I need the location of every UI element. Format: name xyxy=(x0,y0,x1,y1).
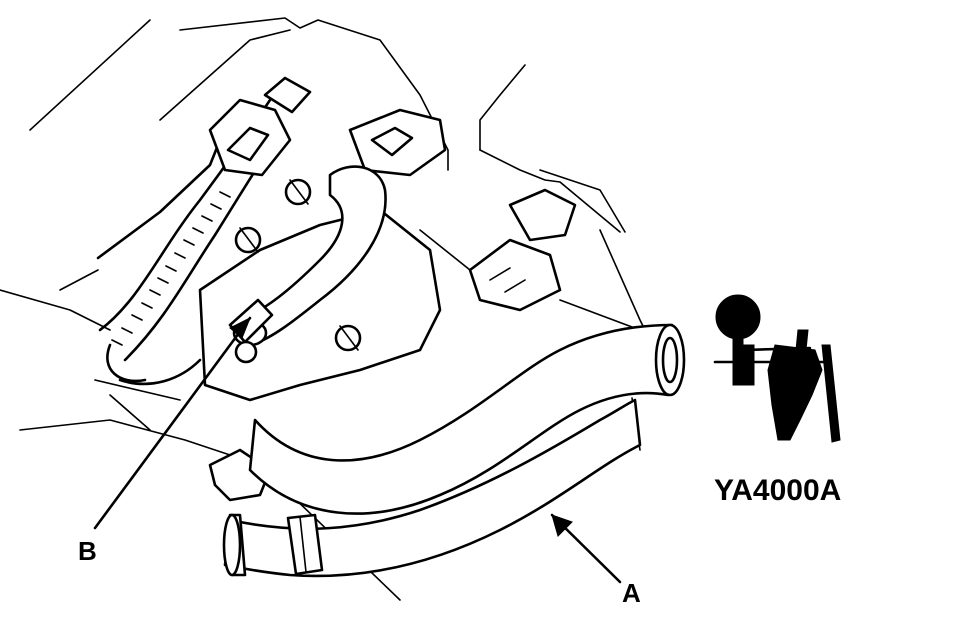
hose-end xyxy=(654,323,686,397)
vacuum-pump-tool xyxy=(713,294,841,443)
vacuum-gauge-icon xyxy=(715,294,761,340)
hose-a xyxy=(222,398,642,578)
electrical-connector xyxy=(208,76,447,177)
intake-block xyxy=(198,178,442,402)
tool-code-label: YA4000A xyxy=(714,474,841,507)
callout-a-leader xyxy=(550,513,622,584)
callout-label-b: B xyxy=(78,536,97,566)
upper-hose xyxy=(248,323,686,515)
hose-clamp xyxy=(286,513,324,576)
callout-b-leader xyxy=(93,316,252,530)
callout-label-a: A xyxy=(622,578,641,608)
side-connector xyxy=(468,188,577,312)
